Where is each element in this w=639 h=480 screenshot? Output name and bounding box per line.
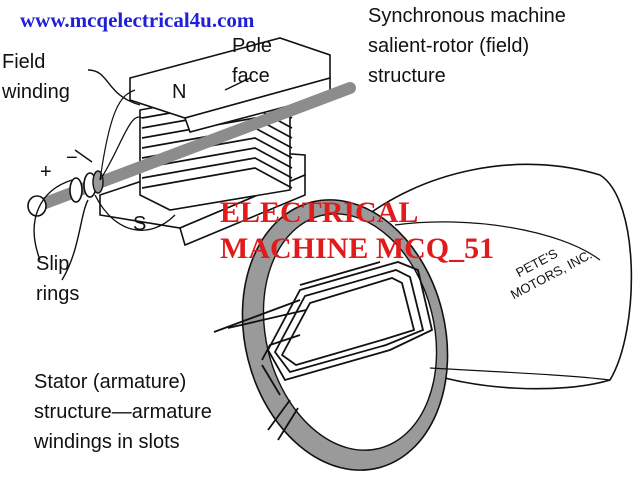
watermark-text: www.mcqelectrical4u.com (20, 8, 255, 32)
label-stator-line3: windings in slots (33, 431, 180, 453)
slip-rings (70, 171, 103, 202)
label-pole-s: S (133, 213, 146, 235)
label-field-winding-line1: Field (2, 51, 45, 73)
label-plus: + (40, 161, 52, 183)
label-pole-face-line1: Pole (232, 35, 272, 57)
label-pole-n: N (172, 81, 186, 103)
label-synchronous-line1: Synchronous machine (368, 5, 566, 27)
label-stator-line1: Stator (armature) (34, 371, 186, 393)
label-slip-rings-line1: Slip (36, 253, 69, 275)
label-synchronous-line3: structure (368, 65, 446, 87)
label-pole-face-line2: face (232, 65, 270, 87)
label-minus: − (66, 147, 78, 169)
overlay-title-line1: ELECTRICAL (220, 196, 418, 229)
label-stator-line2: structure—armature (34, 401, 212, 423)
label-slip-rings-line2: rings (36, 283, 79, 305)
label-field-winding-line2: winding (1, 81, 70, 103)
label-synchronous-line2: salient-rotor (field) (368, 35, 529, 57)
overlay-title-line2: MACHINE MCQ_51 (220, 232, 494, 265)
